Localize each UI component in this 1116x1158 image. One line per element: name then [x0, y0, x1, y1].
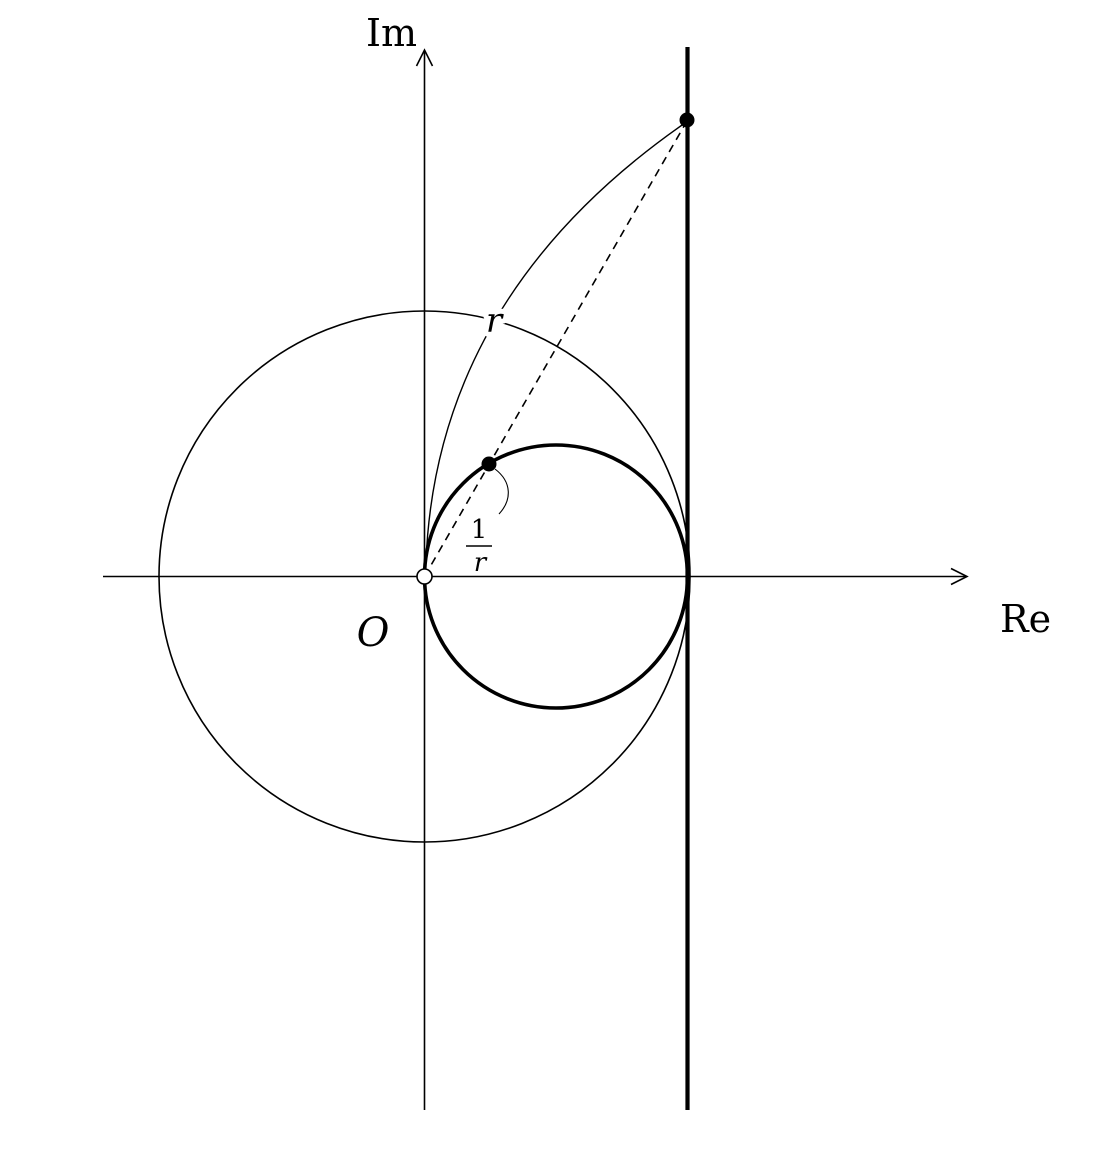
re-axis-label: Re [1000, 597, 1051, 641]
radius-arc [425, 122, 686, 563]
origin-dot [416, 568, 433, 585]
radius-dashed-segment [423, 120, 688, 577]
inverse-label-leader [494, 468, 509, 515]
fraction-numerator: 1 [471, 515, 488, 545]
unit-circle [158, 310, 691, 843]
im-axis-label: Im [366, 11, 417, 55]
circle-point-dot [481, 456, 497, 472]
im-axis-arrowhead [415, 48, 434, 67]
re-axis-arrowhead [950, 567, 969, 586]
r-label: r [486, 301, 504, 341]
line-point-dot [679, 112, 695, 128]
inverse-r-fraction: 1 r [466, 515, 492, 578]
origin-label: O [357, 610, 390, 656]
fraction-denominator: r [474, 548, 488, 578]
